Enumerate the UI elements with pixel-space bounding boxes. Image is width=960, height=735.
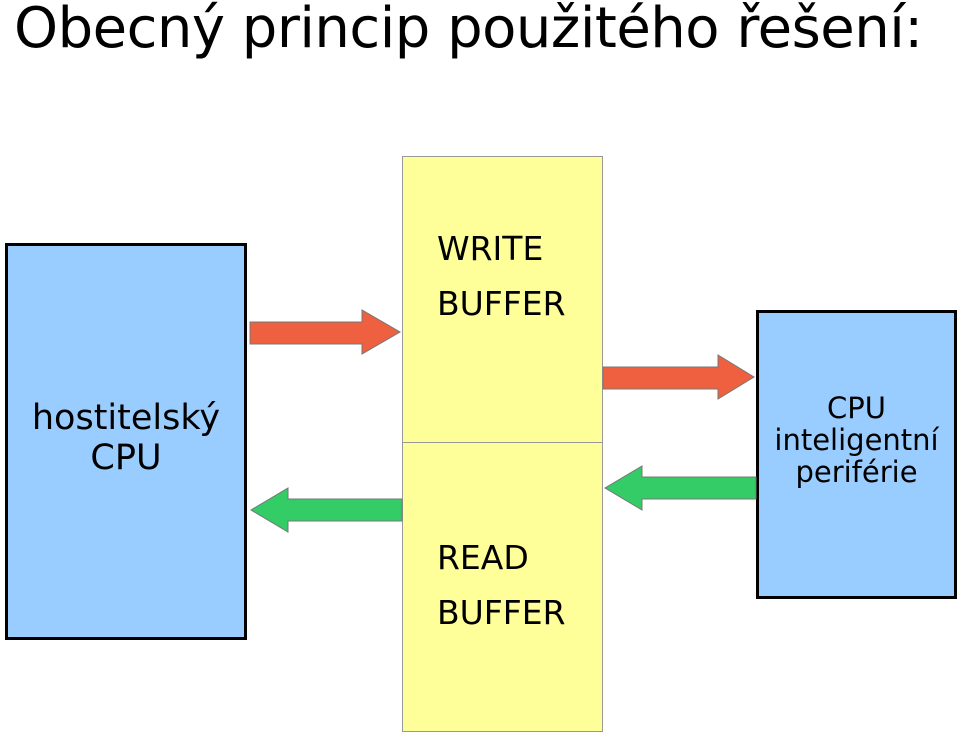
read-buffer-label: READ BUFFER (437, 530, 566, 640)
write-buffer-label: WRITE BUFFER (437, 221, 566, 331)
host-cpu-box (5, 243, 247, 640)
write-buffer-label-line1: WRITE (437, 229, 544, 268)
slide-title: Obecný princip použitého řešení: (14, 0, 923, 61)
peripheral-cpu-label-line1: CPU (827, 391, 886, 425)
host-cpu-label-line2: CPU (90, 438, 162, 478)
write-buffer-box (402, 156, 603, 443)
host-cpu-label: hostitelský CPU (5, 398, 247, 478)
read-buffer-label-line1: READ (437, 538, 529, 577)
peripheral-cpu-label: CPU inteligentní periférie (756, 392, 957, 488)
peripheral-cpu-box (756, 310, 957, 599)
peripheral-cpu-label-line2: inteligentní (774, 423, 939, 457)
host-cpu-label-line1: hostitelský (31, 398, 221, 438)
peripheral-cpu-label-line3: periférie (795, 455, 918, 489)
read-buffer-box (402, 442, 603, 732)
read-buffer-label-line2: BUFFER (437, 593, 566, 632)
peripheral-to-read-buffer-arrow (604, 465, 757, 511)
read-buffer-to-host-arrow (250, 487, 403, 533)
write-buffer-to-peripheral-arrow (602, 354, 755, 400)
write-buffer-label-line2: BUFFER (437, 284, 566, 323)
host-to-write-buffer-arrow (249, 309, 401, 355)
